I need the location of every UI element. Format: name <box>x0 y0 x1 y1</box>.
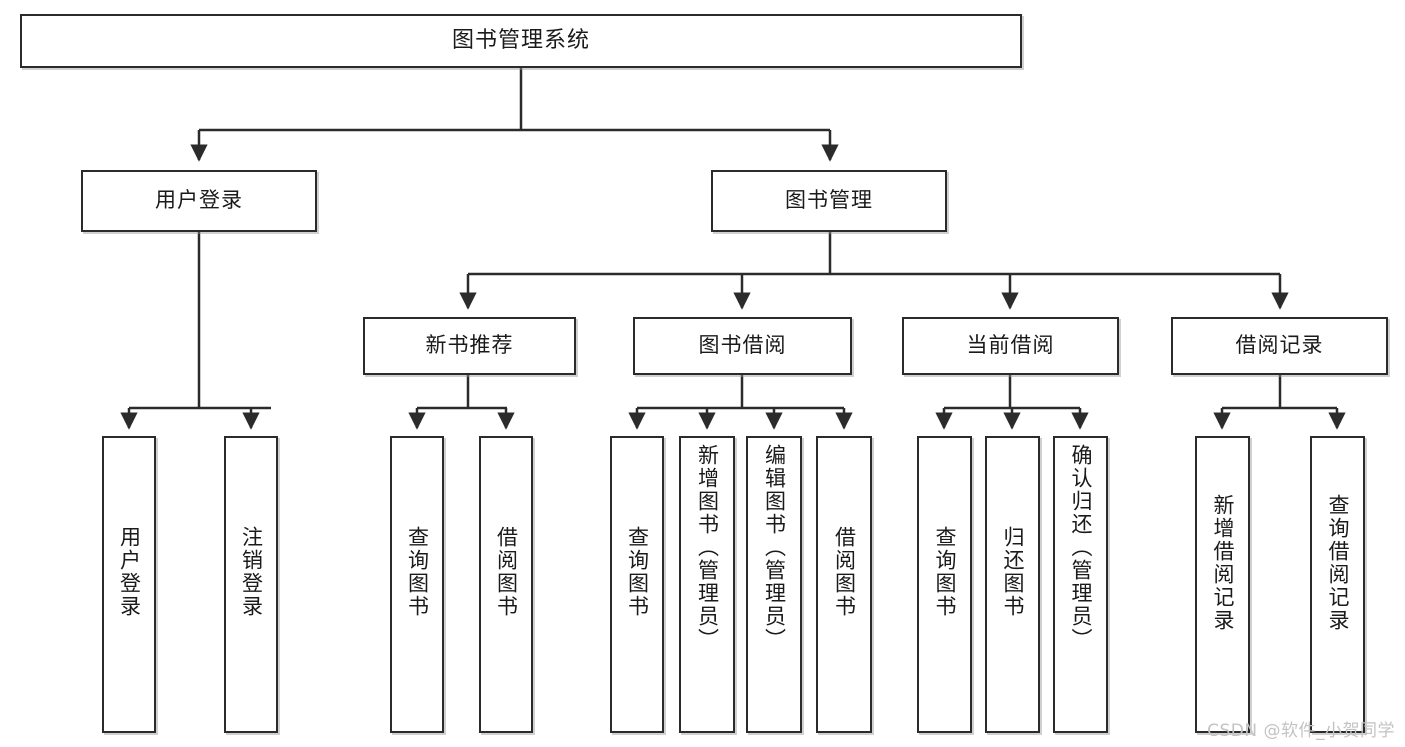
node-borrow-record[interactable]: 借阅记录 <box>1171 317 1388 375</box>
node-leaf-add-record-label: 新增借阅记录 <box>1210 494 1235 632</box>
node-borrow-record-label: 借阅记录 <box>1235 333 1324 358</box>
node-leaf-query-record-label: 查询借阅记录 <box>1325 494 1350 632</box>
node-leaf-logout-label: 注销登录 <box>239 526 264 618</box>
node-leaf-add-record[interactable]: 新增借阅记录 <box>1195 436 1250 733</box>
node-leaf-query-book-2[interactable]: 查询图书 <box>610 436 664 733</box>
node-root[interactable]: 图书管理系统 <box>20 14 1022 68</box>
node-leaf-query-book-3[interactable]: 查询图书 <box>917 436 972 733</box>
node-new-book-rec-label: 新书推荐 <box>425 333 514 358</box>
node-leaf-add-book-label: 新增图书（管理员） <box>695 444 720 651</box>
node-leaf-confirm-return[interactable]: 确认归还（管理员） <box>1053 436 1108 733</box>
node-leaf-borrow-book-2[interactable]: 借阅图书 <box>816 436 872 733</box>
node-current-borrow[interactable]: 当前借阅 <box>902 317 1119 375</box>
node-book-borrow-label: 图书借阅 <box>698 333 787 358</box>
node-leaf-return-book[interactable]: 归还图书 <box>985 436 1040 733</box>
node-leaf-query-book-1[interactable]: 查询图书 <box>390 436 444 733</box>
node-current-borrow-label: 当前借阅 <box>966 333 1055 358</box>
node-leaf-borrow-book-1[interactable]: 借阅图书 <box>479 436 533 733</box>
node-leaf-edit-book[interactable]: 编辑图书（管理员） <box>746 436 802 733</box>
node-leaf-query-book-1-label: 查询图书 <box>405 526 430 618</box>
node-user-login[interactable]: 用户登录 <box>81 170 317 232</box>
node-leaf-logout[interactable]: 注销登录 <box>224 436 278 733</box>
node-leaf-borrow-book-1-label: 借阅图书 <box>494 526 519 618</box>
node-leaf-add-book[interactable]: 新增图书（管理员） <box>679 436 735 733</box>
node-user-login-label: 用户登录 <box>155 188 243 213</box>
node-book-borrow[interactable]: 图书借阅 <box>633 317 852 375</box>
node-leaf-query-record[interactable]: 查询借阅记录 <box>1310 436 1365 733</box>
node-new-book-rec[interactable]: 新书推荐 <box>363 317 576 375</box>
node-book-manage-label: 图书管理 <box>785 188 873 213</box>
node-leaf-user-login-label: 用户登录 <box>117 526 142 618</box>
node-leaf-query-book-3-label: 查询图书 <box>932 526 957 618</box>
node-leaf-confirm-return-label: 确认归还（管理员） <box>1068 444 1093 651</box>
csdn-watermark: CSDN @软件_小贺同学 <box>1207 721 1395 741</box>
node-leaf-user-login[interactable]: 用户登录 <box>102 436 156 733</box>
node-root-label: 图书管理系统 <box>451 27 590 53</box>
node-leaf-edit-book-label: 编辑图书（管理员） <box>762 444 787 651</box>
node-leaf-return-book-label: 归还图书 <box>1000 526 1025 618</box>
node-book-manage[interactable]: 图书管理 <box>711 170 947 232</box>
node-leaf-query-book-2-label: 查询图书 <box>625 526 650 618</box>
node-leaf-borrow-book-2-label: 借阅图书 <box>832 526 857 618</box>
